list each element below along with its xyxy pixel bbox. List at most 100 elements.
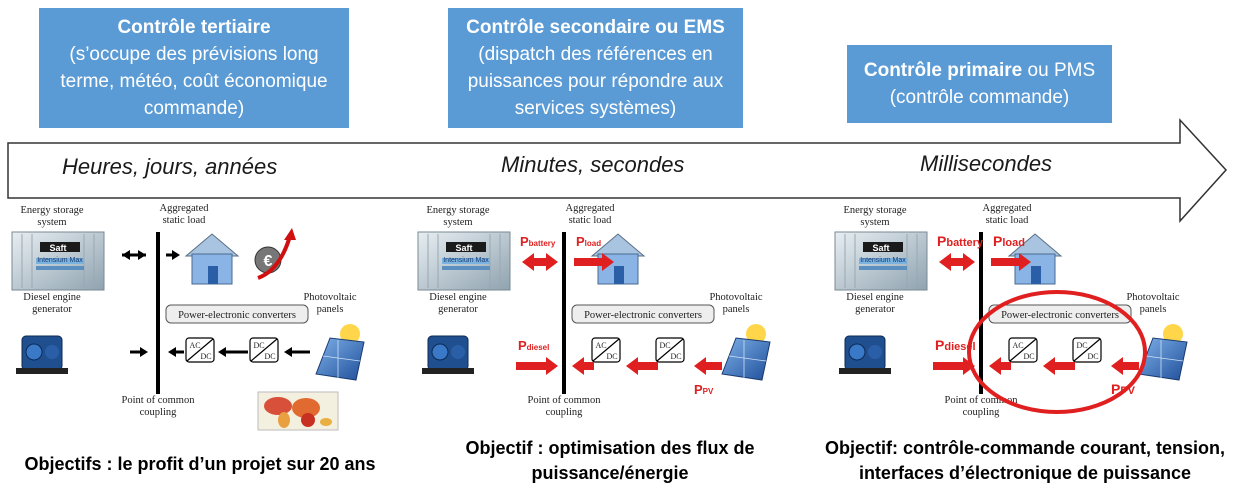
diesel-label-line2: generator xyxy=(438,304,478,315)
diesel-flow-arrow xyxy=(933,357,975,375)
pcc-label-line1: Point of common xyxy=(122,395,196,406)
converter-bottom-label: DC xyxy=(606,352,617,361)
timescale-milliseconds: Millisecondes xyxy=(920,151,1053,176)
intensium-text: Intensium Max xyxy=(860,257,906,264)
primary-control-description: (contrôle commande) xyxy=(889,87,1070,108)
pv-label-line2: panels xyxy=(317,304,344,315)
converter-bottom-label: DC xyxy=(1023,352,1034,361)
objective-tertiary: Objectifs : le profit d’un projet sur 20… xyxy=(24,454,376,474)
profit-growth-icon: € xyxy=(254,228,296,280)
storage-label-line2: system xyxy=(443,217,472,228)
primary-control-title-suffix: ou PMS xyxy=(1022,60,1096,81)
load-label-line2: static load xyxy=(986,215,1030,226)
primary-control-box: Contrôle primaire ou PMS (contrôle comma… xyxy=(847,45,1112,123)
converters-box xyxy=(571,304,715,324)
primary-control-title: Contrôle primaire xyxy=(863,60,1023,81)
dc-dc-flow-arrow xyxy=(626,357,658,375)
load-label-line1: Aggregated xyxy=(983,203,1033,214)
solar-panel-icon xyxy=(721,323,771,381)
diesel-label-line2: generator xyxy=(855,304,895,315)
diesel-label-line2: generator xyxy=(32,304,72,315)
house-icon xyxy=(185,233,239,285)
p-battery-label: Pbattery xyxy=(937,233,984,249)
secondary-control-title: Contrôle secondaire ou EMS xyxy=(466,17,725,38)
secondary-control-description: (dispatch des références en puissances p… xyxy=(467,44,724,119)
solar-panel-icon xyxy=(315,323,365,381)
intensium-text: Intensium Max xyxy=(37,257,83,264)
pcc-label-line1: Point of common xyxy=(528,395,602,406)
load-label-line1: Aggregated xyxy=(160,203,210,214)
converters-highlight-circle xyxy=(967,290,1147,414)
load-label-line2: static load xyxy=(569,215,613,226)
pcc-label-line1: Point of common xyxy=(945,395,1019,406)
storage-label-line1: Energy storage xyxy=(20,205,83,216)
converter-bottom-label: DC xyxy=(1087,352,1098,361)
converter-bottom-label: DC xyxy=(200,352,211,361)
battery-flow-arrow xyxy=(939,253,975,271)
diesel-flow-arrow xyxy=(130,347,148,357)
euro-symbol: € xyxy=(264,253,273,270)
objective-primary: Objectif: contrôle-commande courant, ten… xyxy=(824,438,1226,483)
converters-label: Power-electronic converters xyxy=(178,310,296,321)
pv-flow-arrow xyxy=(694,357,722,375)
secondary-control-box: Contrôle secondaire ou EMS (dispatch des… xyxy=(448,8,743,128)
tertiary-control-box: Contrôle tertiaire (s’occupe des prévisi… xyxy=(39,8,349,128)
load-flow-arrow xyxy=(991,253,1031,271)
diesel-generator-icon xyxy=(15,335,69,375)
growth-arrow-icon xyxy=(257,235,292,280)
pv-label-line2: panels xyxy=(723,304,750,315)
converter-top-label: AC xyxy=(1012,341,1023,350)
objective-secondary: Objectif : optimisation des flux de puis… xyxy=(465,438,755,483)
ac-dc-flow-arrow xyxy=(572,357,594,375)
converters-label: Power-electronic converters xyxy=(584,310,702,321)
load-label-line2: static load xyxy=(163,215,207,226)
timescale-hours: Heures, jours, années xyxy=(62,154,278,179)
pcc-label-line2: coupling xyxy=(546,407,583,418)
converter-bottom-label: DC xyxy=(670,352,681,361)
converters-label: Power-electronic converters xyxy=(1001,310,1119,321)
storage-label-line1: Energy storage xyxy=(426,205,489,216)
saft-logo-text: Saft xyxy=(49,243,66,253)
saft-logo-text: Saft xyxy=(455,243,472,253)
world-map-icon xyxy=(257,391,339,431)
p-pv-label: PPV xyxy=(694,382,714,397)
storage-label-line2: system xyxy=(37,217,66,228)
p-diesel-label: Pdiesel xyxy=(518,338,549,353)
converter-top-label: AC xyxy=(595,341,606,350)
ac-dc-flow-arrow xyxy=(989,357,1011,375)
converter-top-label: DC xyxy=(1076,341,1087,350)
pv-label-line1: Photovoltaic xyxy=(709,292,762,303)
pv-label-line2: panels xyxy=(1140,304,1167,315)
tertiary-control-description: (s’occupe des prévisions long terme, mét… xyxy=(60,44,328,119)
load-flow-arrow xyxy=(574,253,614,271)
load-flow-arrow xyxy=(166,250,180,260)
intensium-text: Intensium Max xyxy=(443,257,489,264)
diesel-label-line1: Diesel engine xyxy=(23,292,81,303)
converter-bottom-label: DC xyxy=(264,352,275,361)
pcc-label-line2: coupling xyxy=(140,407,177,418)
diesel-label-line1: Diesel engine xyxy=(429,292,487,303)
tertiary-control-title: Contrôle tertiaire xyxy=(117,17,271,38)
pv-label-line1: Photovoltaic xyxy=(303,292,356,303)
p-load-label: Pload xyxy=(576,234,601,249)
diesel-generator-icon xyxy=(421,335,475,375)
storage-label-line2: system xyxy=(860,217,889,228)
diesel-label-line1: Diesel engine xyxy=(846,292,904,303)
ac-dc-flow-arrow xyxy=(168,347,184,357)
dc-dc-flow-arrow xyxy=(218,347,248,357)
converters-box xyxy=(165,304,309,324)
pv-label-line1: Photovoltaic xyxy=(1126,292,1179,303)
growth-arrowhead xyxy=(284,228,296,240)
pv-flow-arrow xyxy=(1111,357,1139,375)
pcc-label-line2: coupling xyxy=(963,407,1000,418)
converter-top-label: DC xyxy=(659,341,670,350)
storage-label-line1: Energy storage xyxy=(843,205,906,216)
battery-flow-arrow xyxy=(522,253,558,271)
p-load-label: Pload xyxy=(993,233,1025,249)
timescale-minutes: Minutes, secondes xyxy=(501,152,685,177)
